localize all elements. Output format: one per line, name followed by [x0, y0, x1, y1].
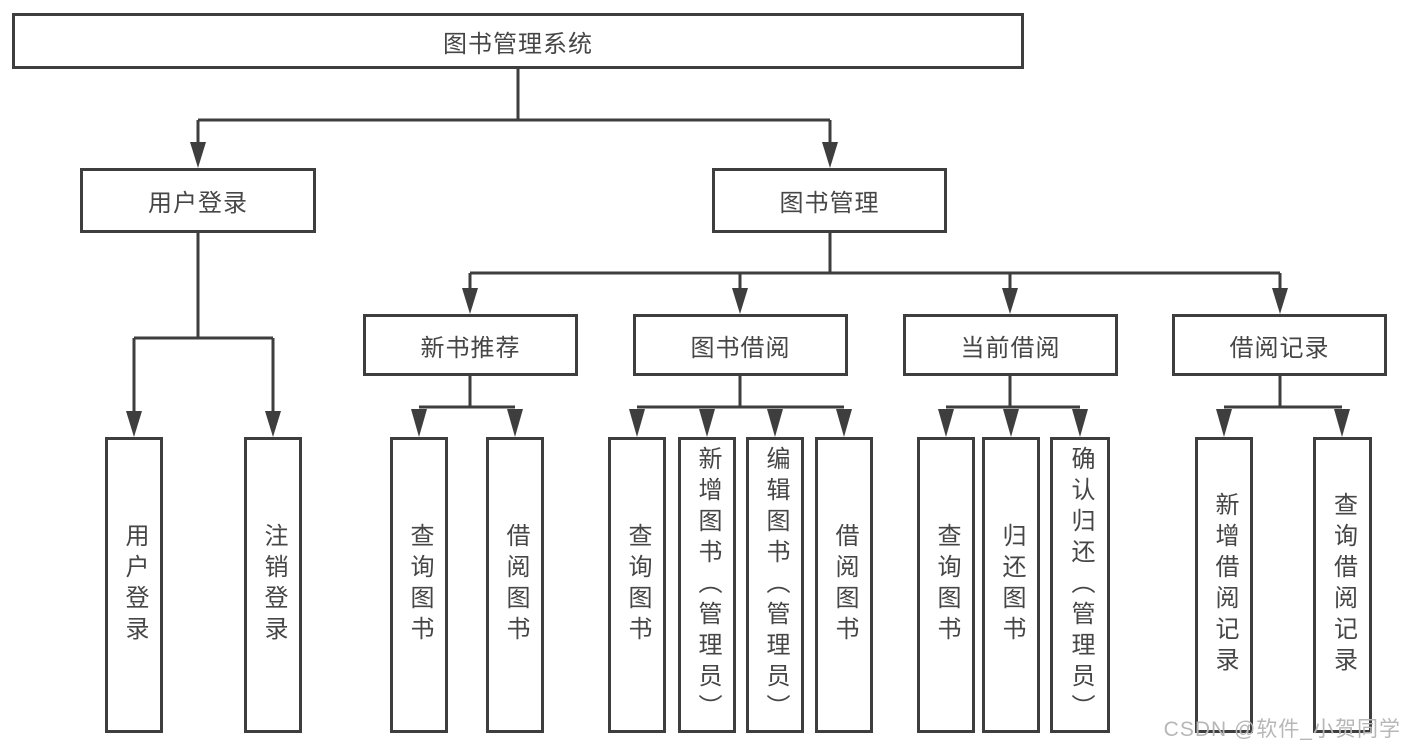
- node-label: 图书管理: [779, 190, 880, 217]
- node-label: 注销登录: [260, 523, 287, 647]
- node-label: 借阅图书: [502, 523, 529, 647]
- leaf-confirm-return-admin: 确认归还（管理员）: [1050, 437, 1110, 733]
- node-label: 编辑图书（管理员）: [762, 445, 789, 725]
- leaf-add-books-admin: 新增图书（管理员）: [678, 437, 736, 733]
- node-library-management-system: 图书管理系统: [12, 13, 1024, 69]
- leaf-return-books: 归还图书: [982, 437, 1040, 733]
- node-user-login: 用户登录: [80, 168, 316, 233]
- node-book-management: 图书管理: [712, 168, 947, 233]
- leaf-user-login: 用户登录: [105, 437, 163, 733]
- leaf-borrow-books-1: 借阅图书: [486, 437, 544, 733]
- node-book-borrowing: 图书借阅: [633, 314, 848, 376]
- node-label: 图书借阅: [690, 334, 791, 362]
- node-label: 新增图书（管理员）: [694, 445, 721, 725]
- leaf-borrow-books-2: 借阅图书: [815, 437, 873, 733]
- node-label: 确认归还（管理员）: [1067, 445, 1094, 725]
- node-label: 图书管理系统: [443, 30, 593, 58]
- node-label: 当前借阅: [960, 334, 1061, 362]
- leaf-query-books-2: 查询图书: [608, 437, 666, 733]
- node-label: 用户登录: [148, 190, 248, 217]
- node-label: 查询图书: [624, 523, 651, 647]
- node-label: 新书推荐: [420, 334, 521, 362]
- csdn-watermark: CSDN @软件_小贺同学: [1163, 718, 1401, 741]
- node-current-borrowing: 当前借阅: [903, 314, 1118, 376]
- node-label: 借阅图书: [831, 523, 858, 647]
- node-new-book-recommendation: 新书推荐: [363, 314, 578, 376]
- node-borrowing-records: 借阅记录: [1172, 314, 1387, 376]
- node-label: 新增借阅记录: [1211, 492, 1238, 678]
- leaf-query-books-1: 查询图书: [390, 437, 448, 733]
- node-label: 用户登录: [121, 523, 148, 647]
- leaf-logout: 注销登录: [244, 437, 302, 733]
- leaf-query-borrow-record: 查询借阅记录: [1313, 437, 1372, 733]
- node-label: 借阅记录: [1229, 334, 1330, 362]
- node-label: 查询图书: [406, 523, 433, 647]
- leaf-add-borrow-record: 新增借阅记录: [1195, 437, 1253, 733]
- node-label: 归还图书: [998, 523, 1025, 647]
- node-label: 查询图书: [933, 523, 960, 647]
- node-label: 查询借阅记录: [1329, 492, 1357, 678]
- leaf-query-books-3: 查询图书: [917, 437, 975, 733]
- leaf-edit-books-admin: 编辑图书（管理员）: [746, 437, 804, 733]
